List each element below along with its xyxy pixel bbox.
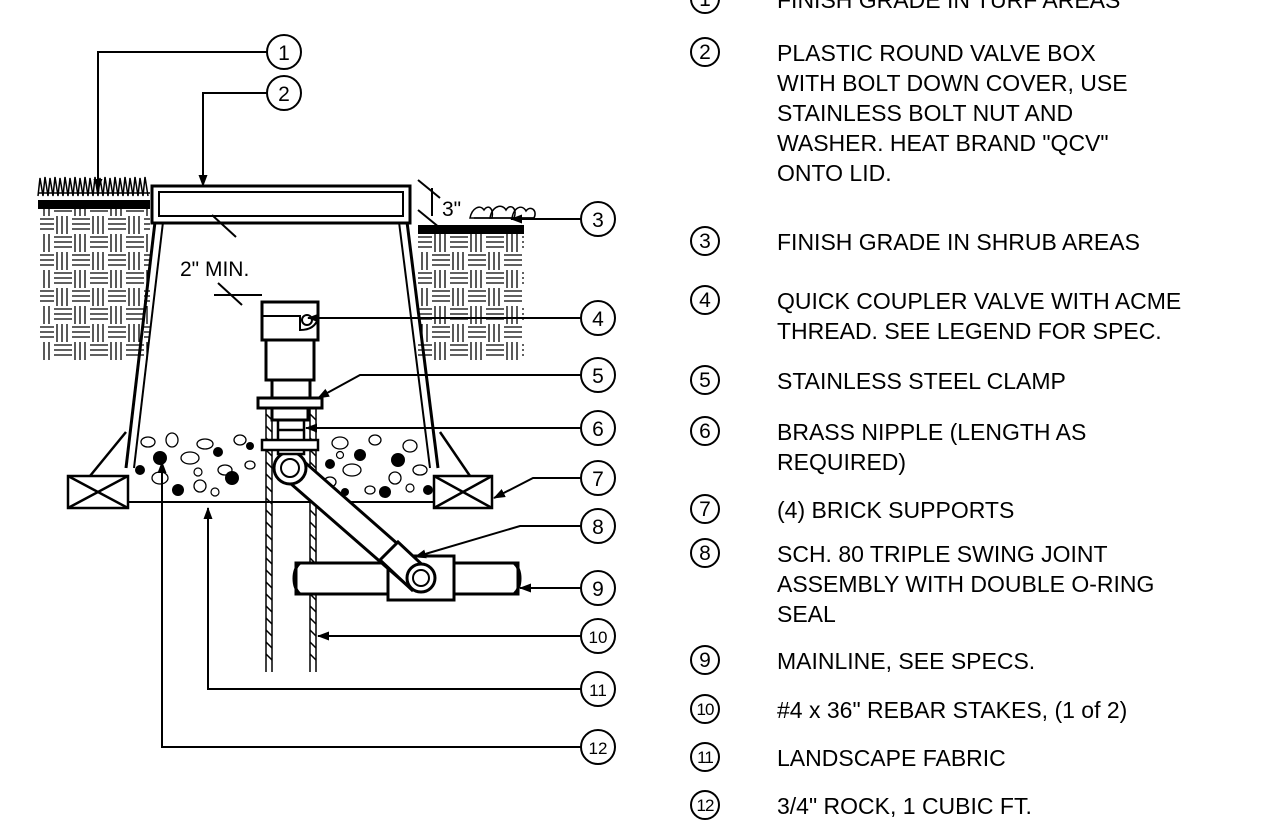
legend-text: QUICK COUPLER VALVE WITH ACME THREAD. SE…: [777, 288, 1182, 344]
svg-text:10: 10: [589, 628, 608, 647]
callout-bubbles: 1 2 3 4 5 6 7 8 9 10 11 12: [266, 34, 616, 765]
svg-text:8: 8: [592, 516, 604, 539]
dim-2in-min-label: 2" MIN.: [180, 258, 249, 281]
valve-box: [124, 184, 440, 469]
swing-joint: [272, 450, 437, 594]
turf-grass-icon: [37, 176, 150, 197]
legend-number: 11: [690, 742, 720, 772]
legend-number: 6: [690, 416, 720, 446]
brick-supports: [66, 431, 494, 510]
legend-number: 1: [690, 0, 720, 14]
callout-3: 3: [580, 201, 616, 237]
stainless-steel-clamp: [256, 396, 324, 422]
callout-12: 12: [580, 729, 616, 765]
legend-text: FINISH GRADE IN SHRUB AREAS: [777, 229, 1140, 255]
callout-2: 2: [266, 75, 302, 111]
legend-number: 4: [690, 285, 720, 315]
detail-legend: 1 FINISH GRADE IN TURF AREAS 2 PLASTIC R…: [690, 0, 1267, 820]
legend-text: BRASS NIPPLE (LENGTH AS REQUIRED): [777, 419, 1087, 475]
svg-text:2: 2: [278, 83, 290, 106]
legend-text: LANDSCAPE FABRIC: [777, 745, 1006, 771]
svg-text:11: 11: [589, 681, 607, 700]
legend-number: 5: [690, 365, 720, 395]
callout-4: 4: [580, 300, 616, 336]
legend-number: 10: [690, 694, 720, 724]
svg-text:7: 7: [592, 468, 604, 491]
legend-text: (4) BRICK SUPPORTS: [777, 497, 1015, 523]
svg-text:12: 12: [589, 739, 608, 758]
legend-text: SCH. 80 TRIPLE SWING JOINT ASSEMBLY WITH…: [777, 541, 1155, 627]
legend-number: 8: [690, 538, 720, 568]
callout-10: 10: [580, 618, 616, 654]
legend-text: 3/4" ROCK, 1 CUBIC FT.: [777, 793, 1032, 819]
shrub-icon: [469, 205, 536, 219]
legend-text: #4 x 36" REBAR STAKES, (1 of 2): [777, 697, 1128, 723]
legend-number: 12: [690, 790, 720, 820]
callout-11: 11: [580, 671, 616, 707]
svg-text:9: 9: [592, 578, 604, 601]
callout-6: 6: [580, 410, 616, 446]
quick-coupler-detail-drawing: 3" 2" MIN. 1 2 3 4 5 6 7 8 9 10 11 12: [37, 34, 616, 765]
dim-3in-label: 3": [442, 198, 461, 221]
dimension-marks: [211, 179, 441, 306]
svg-text:6: 6: [592, 418, 604, 441]
legend-number: 2: [690, 37, 720, 67]
quick-coupler-valve: [260, 300, 320, 400]
legend-number: 9: [690, 645, 720, 675]
soil-right: [418, 225, 524, 360]
legend-number: 3: [690, 226, 720, 256]
soil-left: [38, 200, 150, 360]
legend-number: 7: [690, 494, 720, 524]
callout-1: 1: [266, 34, 302, 70]
svg-text:3: 3: [592, 209, 604, 232]
brass-nipple: [260, 416, 320, 456]
callout-9: 9: [580, 570, 616, 606]
legend-text: MAINLINE, SEE SPECS.: [777, 648, 1036, 674]
legend-text: PLASTIC ROUND VALVE BOX WITH BOLT DOWN C…: [777, 40, 1128, 186]
legend-text: STAINLESS STEEL CLAMP: [777, 368, 1066, 394]
svg-text:1: 1: [278, 42, 290, 65]
callout-8: 8: [580, 508, 616, 544]
callout-5: 5: [580, 357, 616, 393]
legend-text: FINISH GRADE IN TURF AREAS: [777, 0, 1121, 13]
svg-text:4: 4: [592, 308, 604, 331]
svg-text:5: 5: [592, 365, 604, 388]
leader-lines: [93, 51, 581, 748]
callout-7: 7: [580, 460, 616, 496]
